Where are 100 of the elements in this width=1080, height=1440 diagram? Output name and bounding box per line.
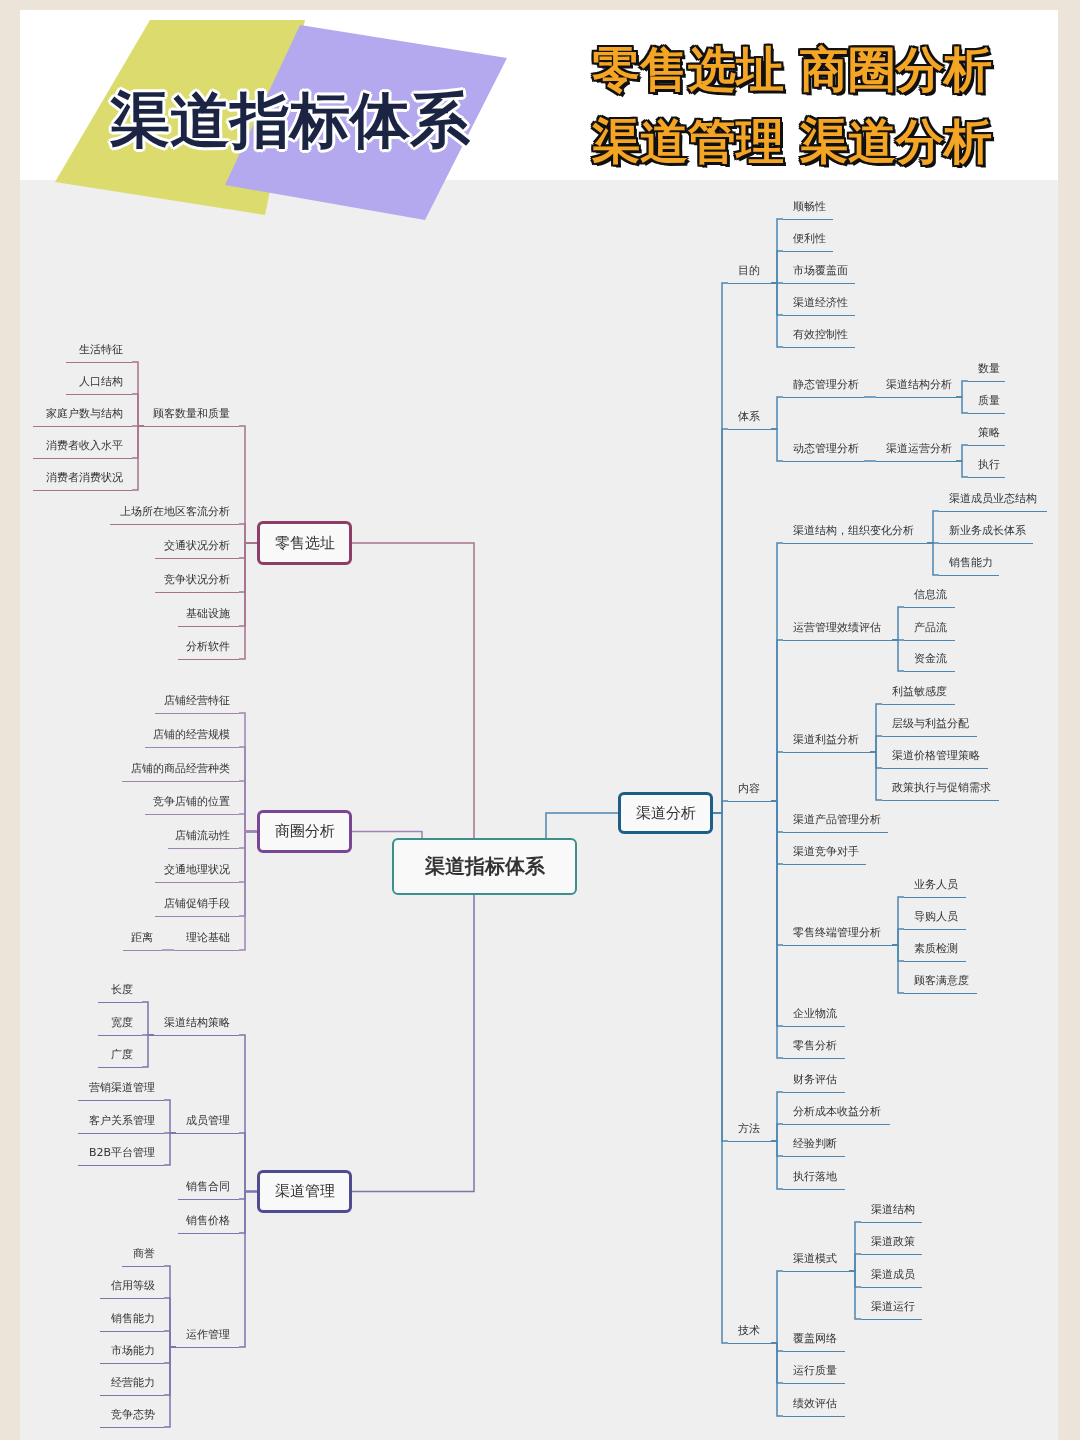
underlined-topic: 销售能力 xyxy=(939,552,999,576)
connector-line xyxy=(770,1342,784,1417)
underlined-topic: 渠道结构 xyxy=(861,1199,922,1223)
underlined-topic: 覆盖网络 xyxy=(783,1328,845,1352)
underlined-topic: 渠道成员业态结构 xyxy=(939,488,1047,512)
connector-line xyxy=(891,944,905,994)
connector-line xyxy=(238,830,258,951)
underlined-topic: 竞争态势 xyxy=(100,1404,164,1428)
underlined-topic: 理论基础 xyxy=(174,927,239,951)
underlined-topic: 渠道竞争对手 xyxy=(783,841,866,865)
underlined-topic: 目的 xyxy=(728,260,771,284)
underlined-topic: 顾客数量和质量 xyxy=(144,403,239,427)
underlined-topic: 顾客满意度 xyxy=(904,970,977,994)
underlined-topic: 客户关系管理 xyxy=(78,1110,164,1134)
underlined-topic: 营销渠道管理 xyxy=(78,1077,164,1101)
underlined-topic: 便利性 xyxy=(783,228,833,252)
underlined-topic: 销售价格 xyxy=(178,1210,239,1234)
underlined-topic: 经验判断 xyxy=(783,1133,845,1157)
underlined-topic: 执行 xyxy=(968,454,1005,478)
underlined-topic: 店铺的商品经营种类 xyxy=(122,758,239,782)
underlined-topic: 生活特征 xyxy=(66,339,132,363)
underlined-topic: 内容 xyxy=(728,778,771,802)
topic-box: 渠道管理 xyxy=(257,1170,352,1213)
underlined-topic: 策略 xyxy=(968,422,1005,446)
underlined-topic: 运行质量 xyxy=(783,1360,845,1384)
connector-line xyxy=(351,542,475,839)
underlined-topic: 消费者消费状况 xyxy=(33,467,132,491)
connector-line xyxy=(863,396,877,398)
underlined-topic: 家庭户数与结构 xyxy=(33,403,132,427)
underlined-topic: 方法 xyxy=(728,1118,771,1142)
underlined-topic: 财务评估 xyxy=(783,1069,845,1093)
underlined-topic: 业务人员 xyxy=(904,874,966,898)
connector-line xyxy=(955,396,969,414)
underlined-topic: 店铺促销手段 xyxy=(155,893,239,917)
underlined-topic: 商誉 xyxy=(122,1243,164,1267)
underlined-topic: 宽度 xyxy=(98,1012,142,1036)
central-topic-box: 渠道指标体系 xyxy=(392,838,577,895)
underlined-topic: 消费者收入水平 xyxy=(33,435,132,459)
connector-line xyxy=(848,1270,862,1320)
underlined-topic: 交通地理状况 xyxy=(155,859,239,883)
connector-line xyxy=(238,542,258,660)
connector-line xyxy=(238,1190,258,1348)
underlined-topic: 竞争状况分析 xyxy=(155,569,239,593)
underlined-topic: 渠道结构，组织变化分析 xyxy=(783,520,927,544)
underlined-topic: 运作管理 xyxy=(176,1324,239,1348)
underlined-topic: 渠道成员 xyxy=(861,1264,922,1288)
connector-line xyxy=(161,949,175,951)
underlined-topic: 信息流 xyxy=(904,584,955,608)
connector-line xyxy=(863,460,877,462)
underlined-topic: 上场所在地区客流分析 xyxy=(110,501,239,525)
underlined-topic: 层级与利益分配 xyxy=(882,713,977,737)
underlined-topic: 政策执行与促销需求 xyxy=(882,777,999,801)
underlined-topic: 店铺经营特征 xyxy=(155,690,239,714)
underlined-topic: 新业务成长体系 xyxy=(939,520,1033,544)
underlined-topic: 顺畅性 xyxy=(783,196,833,220)
underlined-topic: 分析成本收益分析 xyxy=(783,1101,890,1125)
underlined-topic: 导购人员 xyxy=(904,906,966,930)
topic-box: 零售选址 xyxy=(257,521,352,565)
underlined-topic: 零售终端管理分析 xyxy=(783,922,892,946)
connector-line xyxy=(770,282,784,348)
underlined-topic: 渠道结构策略 xyxy=(154,1012,239,1036)
connector-line xyxy=(770,1140,784,1190)
underlined-topic: 销售能力 xyxy=(100,1308,164,1332)
underlined-topic: 渠道运行 xyxy=(861,1296,922,1320)
underlined-topic: 渠道结构分析 xyxy=(876,374,956,398)
underlined-topic: 利益敏感度 xyxy=(882,681,955,705)
underlined-topic: 渠道运营分析 xyxy=(876,438,956,462)
underlined-topic: 店铺的经营规模 xyxy=(145,724,239,748)
underlined-topic: 销售合同 xyxy=(178,1176,239,1200)
connector-line xyxy=(163,1132,177,1166)
underlined-topic: 人口结构 xyxy=(66,371,132,395)
tagline: 渠道管理 渠道分析 xyxy=(590,112,994,171)
underlined-topic: 成员管理 xyxy=(176,1110,239,1134)
underlined-topic: 渠道模式 xyxy=(783,1248,849,1272)
underlined-topic: 零售分析 xyxy=(783,1035,845,1059)
underlined-topic: 经营能力 xyxy=(100,1372,164,1396)
underlined-topic: 分析软件 xyxy=(178,636,239,660)
connector-line xyxy=(891,639,905,672)
underlined-topic: 竞争店铺的位置 xyxy=(145,791,239,815)
connector-line xyxy=(163,1346,177,1428)
underlined-topic: 运营管理效绩评估 xyxy=(783,617,892,641)
underlined-topic: 交通状况分析 xyxy=(155,535,239,559)
underlined-topic: 渠道价格管理策略 xyxy=(882,745,988,769)
underlined-topic: 质量 xyxy=(968,390,1005,414)
tagline: 零售选址 商圈分析 xyxy=(590,40,994,99)
underlined-topic: 静态管理分析 xyxy=(783,374,864,398)
underlined-topic: 店铺流动性 xyxy=(168,825,239,849)
connector-line xyxy=(770,428,784,462)
underlined-topic: B2B平台管理 xyxy=(78,1142,164,1166)
underlined-topic: 数量 xyxy=(968,358,1005,382)
underlined-topic: 执行落地 xyxy=(783,1166,845,1190)
underlined-topic: 技术 xyxy=(728,1320,771,1344)
connector-line xyxy=(131,425,145,491)
underlined-topic: 产品流 xyxy=(904,617,955,641)
underlined-topic: 基础设施 xyxy=(178,603,239,627)
underlined-topic: 资金流 xyxy=(904,648,955,672)
connector-line xyxy=(869,751,883,801)
underlined-topic: 长度 xyxy=(98,979,142,1003)
connector-line xyxy=(545,812,619,839)
connector-line xyxy=(141,1034,155,1068)
